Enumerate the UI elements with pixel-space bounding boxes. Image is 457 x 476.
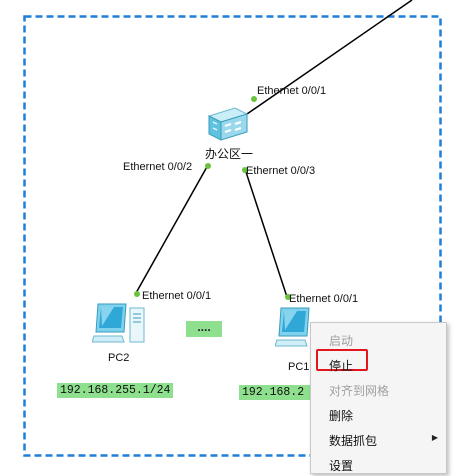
menu-item-delete[interactable]: 删除	[329, 409, 354, 423]
pc2-label: PC2	[108, 352, 130, 364]
pc-icon	[274, 307, 310, 347]
switch-icon	[207, 107, 249, 141]
menu-item-stop[interactable]: 停止	[311, 349, 446, 376]
port-label-pc1: Ethernet 0/0/1	[289, 293, 359, 305]
switch-node[interactable]	[205, 104, 251, 144]
port-dot-sw-right	[242, 167, 248, 173]
port-label-sw-right: Ethernet 0/0/3	[246, 165, 316, 177]
pc1-ip-label: 192.168.2	[239, 385, 310, 400]
port-dot-sw-left	[205, 163, 211, 169]
pc1-node[interactable]	[274, 306, 329, 350]
menu-item-start[interactable]: 启动	[329, 334, 354, 348]
pc2-node[interactable]	[91, 302, 146, 346]
switch-label: 办公区一	[205, 147, 254, 161]
pc2-ip-label: 192.168.255.1/24	[57, 383, 174, 398]
port-dot-pc2	[134, 291, 140, 297]
port-dot-pc1	[285, 294, 291, 300]
pc-icon	[91, 303, 145, 343]
stop-highlight-box	[316, 349, 368, 371]
port-dot-uplink	[251, 96, 257, 102]
submenu-arrow-icon: ▶	[431, 433, 438, 442]
port-label-pc2: Ethernet 0/0/1	[142, 290, 212, 302]
cable-switch-pc2[interactable]	[135, 164, 209, 294]
port-label-sw-left: Ethernet 0/0/2	[123, 161, 193, 173]
menu-item-align-grid[interactable]: 对齐到网格	[329, 384, 390, 398]
port-label-uplink: Ethernet 0/0/1	[257, 85, 327, 97]
uplink-cable[interactable]	[246, 0, 413, 115]
cable-switch-pc1[interactable]	[244, 168, 288, 298]
office-area-boundary[interactable]	[23, 15, 442, 457]
context-menu: 启动 停止 对齐到网格 删除 数据抓包 ▶ 设置	[310, 322, 447, 474]
more-devices-ellipsis: ....	[186, 321, 222, 337]
pc1-label: PC1	[288, 361, 310, 373]
menu-item-capture[interactable]: 数据抓包 ▶	[329, 433, 438, 448]
menu-item-settings[interactable]: 设置	[329, 459, 354, 473]
